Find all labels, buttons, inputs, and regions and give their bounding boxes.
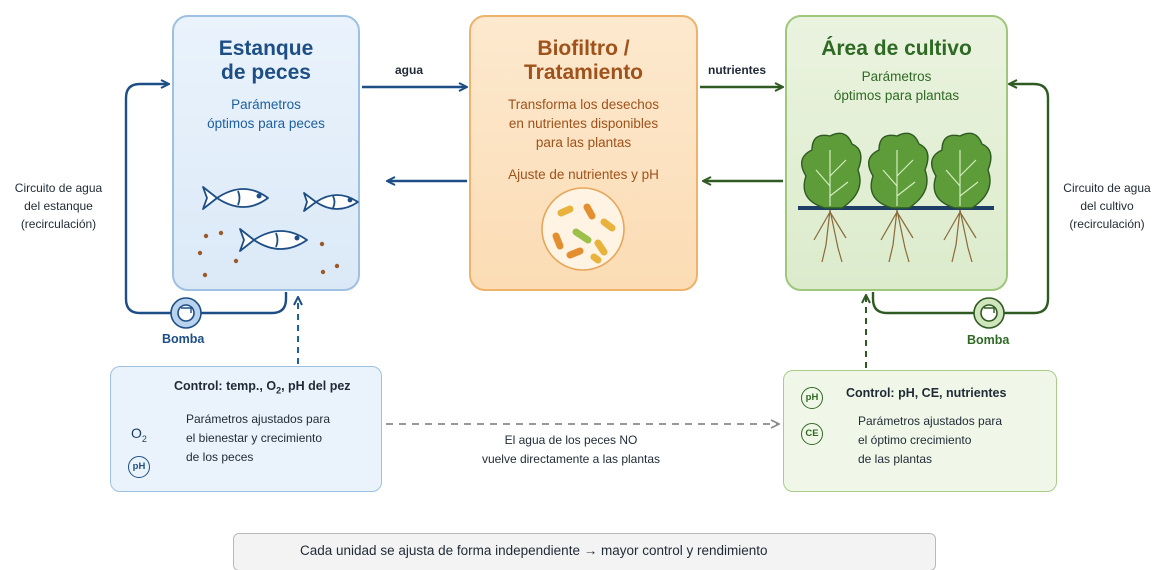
nutrients-flow-label: nutrientes — [708, 63, 767, 77]
water-flow-label: agua — [395, 63, 424, 77]
crop-control-line3: de las plantas — [858, 452, 933, 466]
o2-icon: O2 — [131, 425, 147, 444]
o2-label: O — [131, 425, 142, 441]
left-loop-line2: del estanque — [24, 199, 93, 213]
right-pump-icon — [973, 297, 1005, 329]
crop-control-box: pH Control: pH, CE, nutrientes CE Paráme… — [783, 370, 1057, 492]
left-loop-label: Circuito de agua del estanque (recircula… — [0, 179, 117, 233]
biofilter-title: Biofiltro / Tratamiento — [471, 37, 696, 85]
fish-control-line1: Parámetros ajustados para — [186, 412, 331, 426]
right-recirculation-loop — [871, 292, 974, 315]
fish-pond-params-line1: Parámetros — [231, 97, 301, 112]
left-recirculation-loop — [124, 84, 172, 315]
summary-footer: Cada unidad se ajusta de forma independi… — [233, 533, 936, 570]
left-loop-line1: Circuito de agua — [14, 181, 103, 195]
no-direct-flow-note: El agua de los peces NO vuelve directame… — [446, 431, 696, 469]
right-loop-line1: Circuito de agua — [1063, 181, 1151, 195]
center-note-line1: El agua de los peces NO — [504, 433, 638, 447]
crop-area-box: Área de cultivo Parámetros óptimos para … — [785, 15, 1008, 291]
crop-control-text: Parámetros ajustados para el óptimo crec… — [858, 412, 1002, 469]
o2-sub: 2 — [141, 433, 147, 444]
crop-control-line2: el óptimo crecimiento — [858, 433, 972, 447]
right-loop-line2: del cultivo — [1080, 199, 1134, 213]
left-pump-icon — [170, 297, 202, 329]
biofilter-title-line1: Biofiltro / — [537, 37, 630, 60]
left-pump-label: Bomba — [162, 332, 205, 346]
fish-pond-params-line2: óptimos para peces — [207, 116, 325, 131]
crop-area-params: Parámetros óptimos para plantas — [787, 67, 1006, 105]
left-loop-line3: (recirculación) — [20, 217, 97, 231]
fish-control-title-suffix: , pH del pez — [281, 379, 351, 393]
crop-ph-icon: pH — [801, 387, 823, 409]
fish-ph-icon: pH — [128, 456, 150, 478]
fish-control-title-sub: 2 — [276, 385, 282, 396]
summary-footer-text: Cada unidad se ajusta de forma independi… — [300, 543, 768, 558]
biofilter-desc-line2: en nutrientes disponibles — [508, 116, 659, 131]
fish-pond-params: Parámetros óptimos para peces — [174, 95, 358, 133]
fish-control-line2: el bienestar y crecimiento — [186, 431, 323, 445]
biofilter-description: Transforma los desechos en nutrientes di… — [471, 95, 696, 152]
biofilter-desc-line3: para las plantas — [535, 135, 632, 150]
right-loop-label: Circuito de agua del cultivo (recirculac… — [1053, 179, 1161, 233]
fish-control-title: Control: temp., O2, pH del pez — [174, 379, 351, 396]
crop-control-title: Control: pH, CE, nutrientes — [846, 386, 1007, 400]
crop-area-title: Área de cultivo — [821, 37, 972, 60]
crop-ce-icon: CE — [801, 423, 823, 445]
right-loop-line3: (recirculación) — [1069, 217, 1145, 231]
fish-pond-title-line2: de peces — [221, 61, 311, 84]
crop-params-line1: Parámetros — [861, 69, 932, 84]
fish-control-title-prefix: Control: temp., O — [174, 379, 277, 393]
biofilter-adjust-label: Ajuste de nutrientes y pH — [508, 167, 659, 182]
fish-control-line3: de los peces — [186, 450, 254, 464]
center-note-line2: vuelve directamente a las plantas — [481, 452, 661, 466]
biofilter-desc-line1: Transforma los desechos — [507, 97, 660, 112]
biofilter-title-line2: Tratamiento — [523, 61, 644, 84]
fish-pond-title: Estanque de peces — [174, 37, 358, 85]
fish-control-text: Parámetros ajustados para el bienestar y… — [186, 410, 330, 467]
fish-pond-title-line1: Estanque — [218, 37, 314, 60]
fish-pond-box: Estanque de peces Parámetros óptimos par… — [172, 15, 360, 291]
crop-params-line2: óptimos para plantas — [833, 88, 960, 103]
fish-control-box: Control: temp., O2, pH del pez O2 pH Par… — [110, 366, 382, 492]
crop-control-line1: Parámetros ajustados para — [858, 414, 1003, 428]
right-pump-label: Bomba — [967, 333, 1010, 347]
biofilter-box: Biofiltro / Tratamiento Transforma los d… — [469, 15, 698, 291]
